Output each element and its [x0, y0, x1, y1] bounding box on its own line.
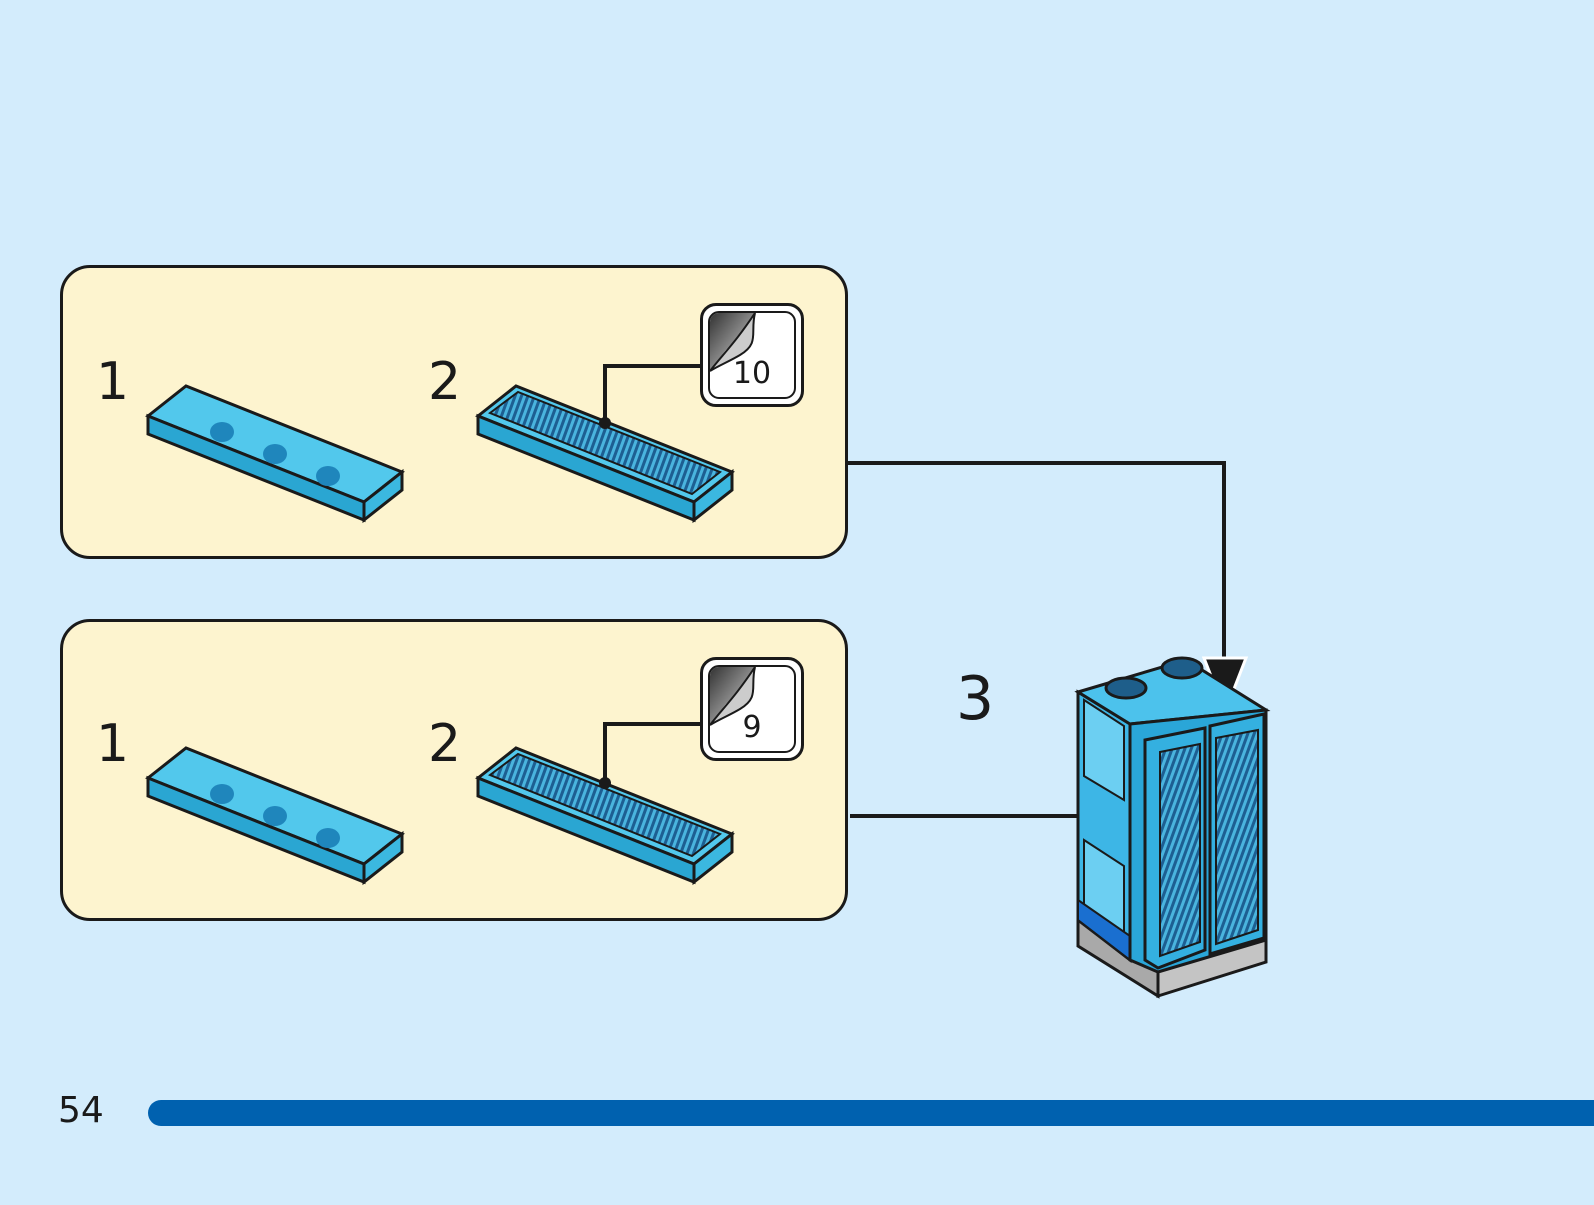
stud [1104, 676, 1148, 700]
sticker-icon [710, 313, 756, 372]
sub1-step-2-number: 2 [428, 352, 462, 412]
tile-plain-2 [145, 746, 405, 886]
tile-plain-1 [145, 384, 405, 524]
sticker-leader-line-1 [603, 364, 702, 423]
tile-sticker-1 [475, 384, 735, 524]
stud [1160, 656, 1204, 680]
sticker-callout-9: 9 [700, 657, 804, 761]
sticker-number: 10 [732, 356, 772, 391]
arrow-line-1 [848, 461, 1226, 665]
sticker-leader-line-2 [603, 722, 702, 783]
sub2-step-1-number: 1 [96, 714, 130, 774]
tile-sticker-2 [475, 746, 735, 886]
sub2-step-2-number: 2 [428, 714, 462, 774]
sub1-step-1-number: 1 [96, 352, 130, 412]
page-progress-bar [148, 1100, 1594, 1126]
main-step-number: 3 [956, 664, 995, 734]
sticker-number: 9 [742, 710, 762, 745]
page-number: 54 [58, 1090, 104, 1131]
sticker-icon [710, 667, 756, 726]
sticker-callout-10: 10 [700, 303, 804, 407]
